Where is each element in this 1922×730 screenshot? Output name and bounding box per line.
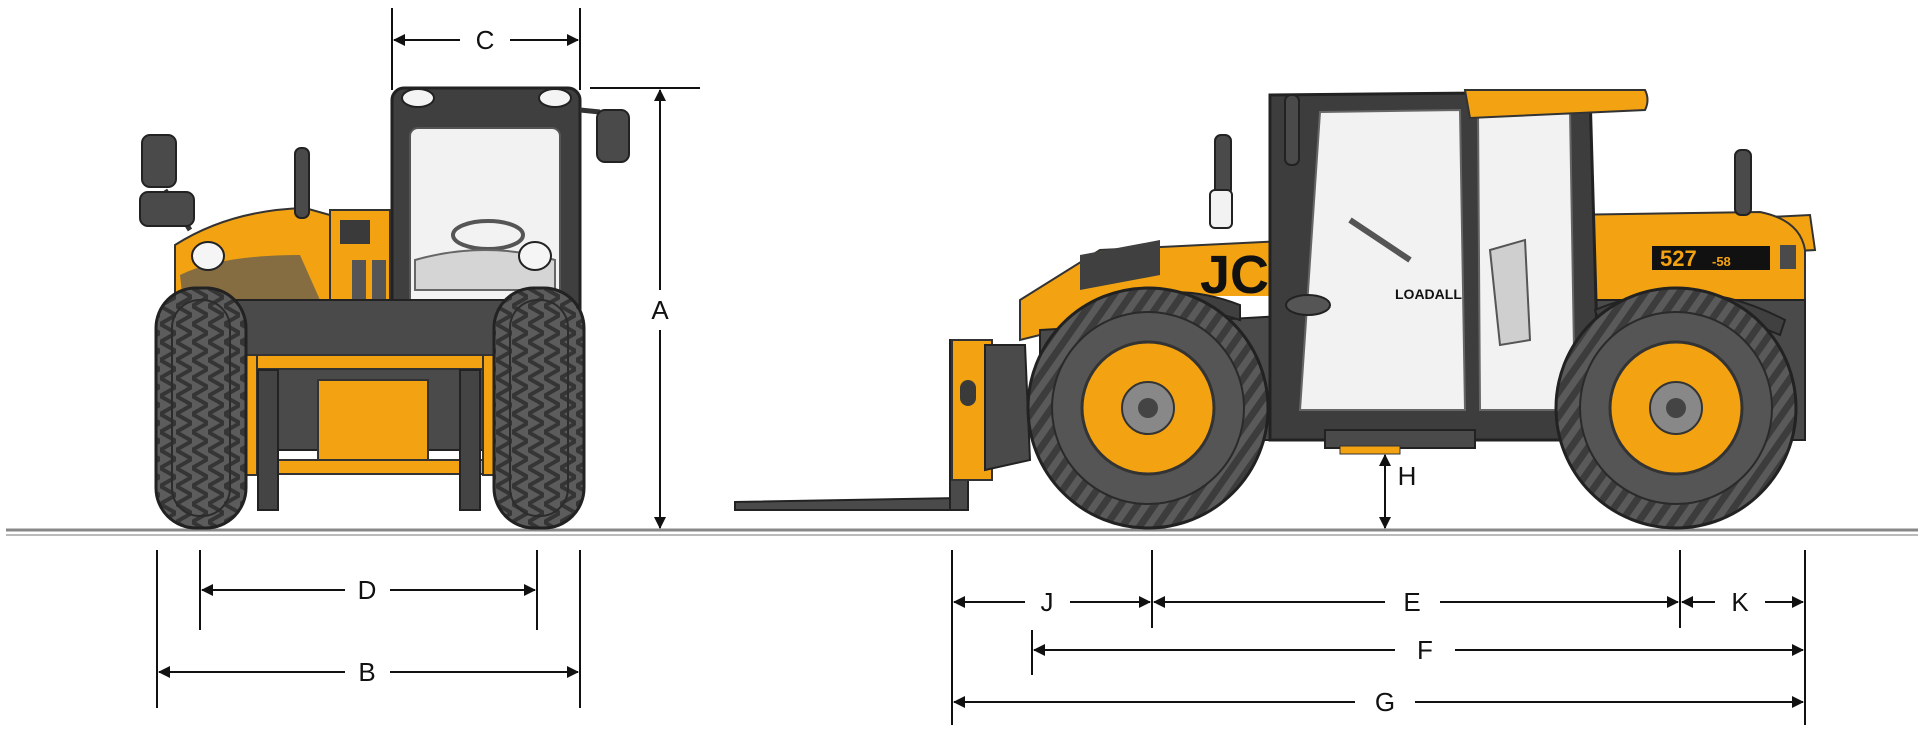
dimension-label-h: H <box>1398 461 1417 491</box>
dimension-label-a: A <box>651 295 669 325</box>
dimension-label-k: K <box>1731 587 1749 617</box>
dimension-label-g: G <box>1375 687 1395 717</box>
side-cab: LOADALL <box>1209 89 1649 442</box>
dimension-label-b: B <box>358 657 375 687</box>
side-forks <box>734 339 1032 511</box>
front-view-left-tyre <box>154 286 248 530</box>
model-badge: 527 <box>1660 246 1697 271</box>
left-mirror-icon <box>139 134 195 232</box>
ground-line <box>6 528 1918 536</box>
dimension-label-j: J <box>1041 587 1054 617</box>
cab-series-label: LOADALL <box>1395 286 1462 302</box>
side-view-machine: JCB 527 -58 LOADALL <box>734 89 1817 530</box>
dimension-label-f: F <box>1417 635 1433 665</box>
dimension-labels: C A D B H J E K F G <box>358 25 1750 717</box>
dimension-lines <box>156 8 1806 725</box>
front-view-machine <box>139 86 630 530</box>
dimension-label-e: E <box>1403 587 1420 617</box>
front-view-right-tyre <box>492 286 586 530</box>
dimension-label-c: C <box>476 25 495 55</box>
model-badge-suffix: -58 <box>1712 254 1731 269</box>
side-view-rear-wheel <box>1554 286 1798 530</box>
dimension-label-d: D <box>358 575 377 605</box>
front-cab <box>390 86 630 340</box>
side-view-front-wheel <box>1026 286 1270 530</box>
